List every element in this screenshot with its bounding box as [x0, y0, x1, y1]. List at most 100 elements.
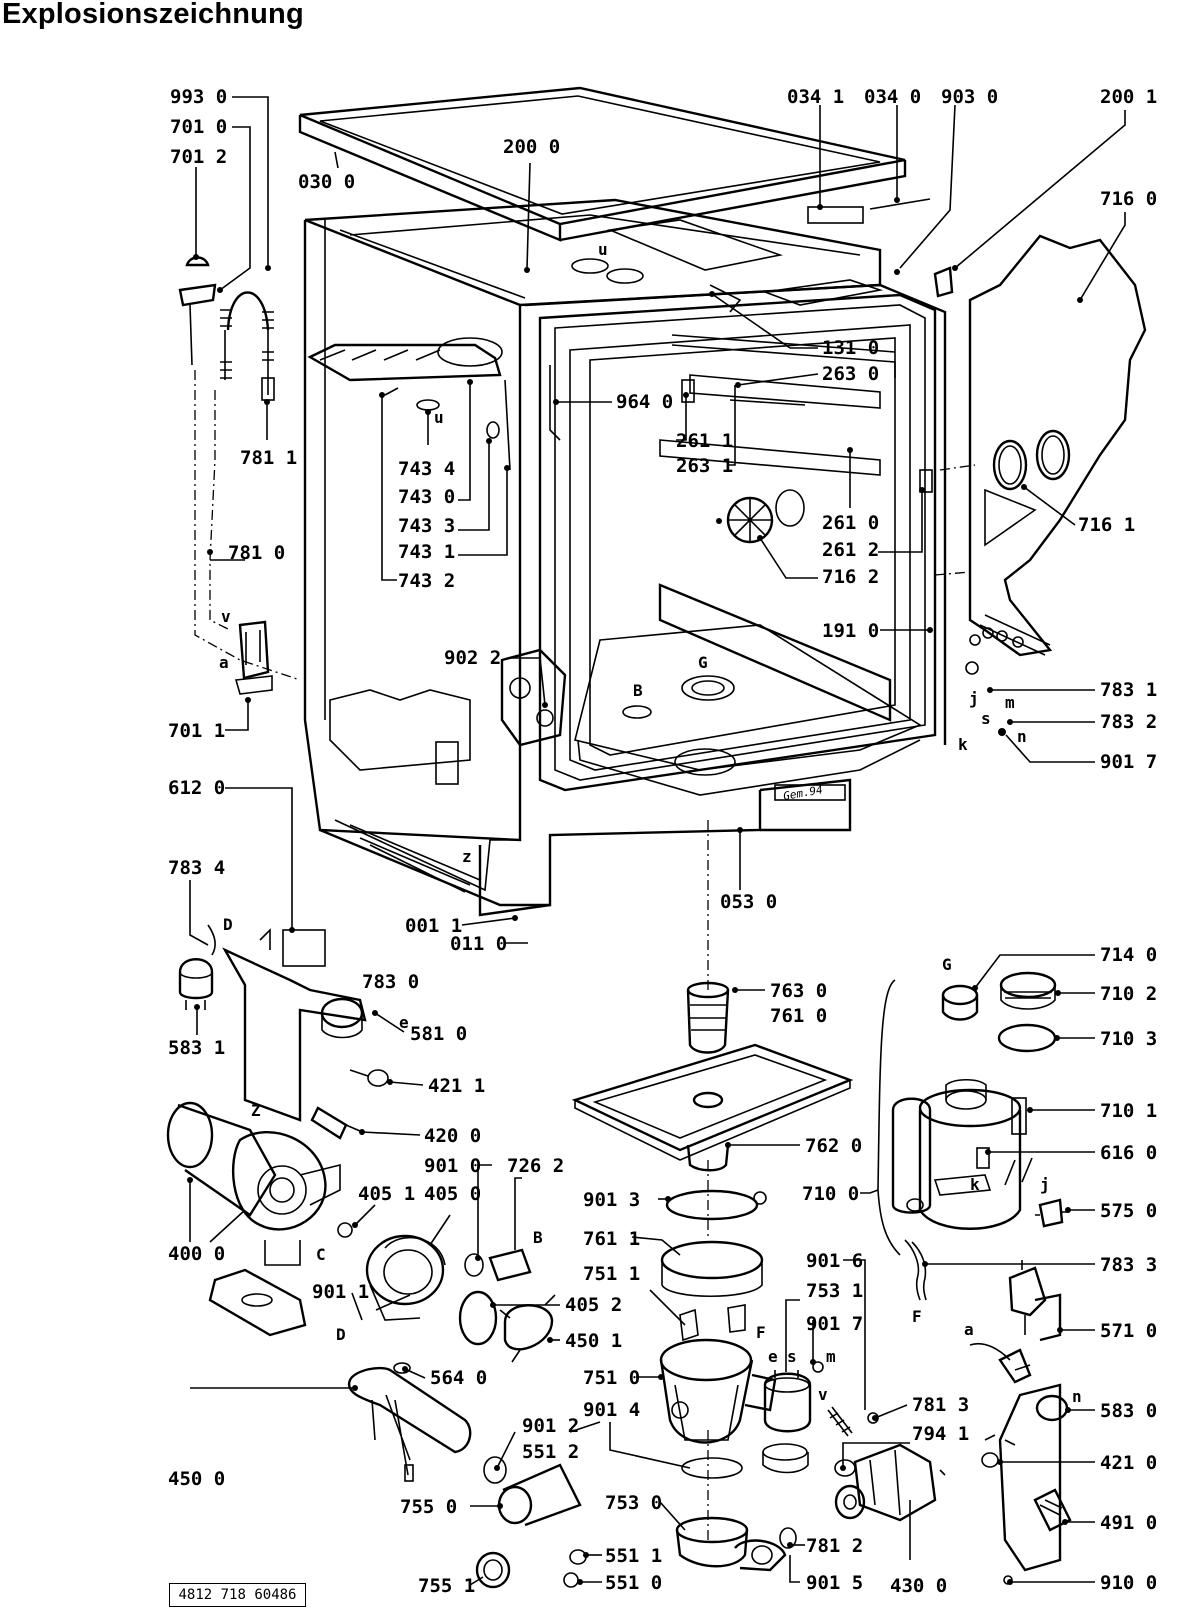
letter-j: j [1040, 1175, 1050, 1194]
label-030-0: 030 0 [298, 171, 355, 193]
letter-s: s [981, 709, 991, 728]
label-421-1: 421 1 [428, 1075, 485, 1097]
letter-b: B [533, 1228, 543, 1247]
letter-k: k [958, 735, 968, 754]
label-714-0: 714 0 [1100, 944, 1157, 966]
letter-e: e [768, 1347, 778, 1366]
connection-letters: u u v a G B z D e Z B C D F G k j k j s … [219, 240, 1082, 1406]
label-581-0: 581 0 [410, 1023, 467, 1045]
label-753-0: 753 0 [605, 1492, 662, 1514]
letter-s: s [787, 1347, 797, 1366]
letter-a: a [964, 1320, 974, 1339]
label-191-0: 191 0 [822, 620, 879, 642]
label-901-6: 901 6 [806, 1250, 863, 1272]
label-751-1: 751 1 [583, 1263, 640, 1285]
letter-b: B [633, 681, 643, 700]
label-993-0: 993 0 [170, 86, 227, 108]
letter-g: G [698, 653, 708, 672]
label-743-3: 743 3 [398, 515, 455, 537]
label-763-0: 763 0 [770, 980, 827, 1002]
label-571-0: 571 0 [1100, 1320, 1157, 1342]
letter-m: m [826, 1347, 836, 1366]
letter-f: F [756, 1323, 766, 1342]
letter-c: C [316, 1245, 326, 1264]
label-781-0: 781 0 [228, 542, 285, 564]
label-783-3: 783 3 [1100, 1254, 1157, 1276]
letter-j: j [969, 689, 979, 708]
label-751-0: 751 0 [583, 1367, 640, 1389]
label-901-5: 901 5 [806, 1572, 863, 1594]
label-263-0: 263 0 [822, 363, 879, 385]
label-261-1: 261 1 [676, 430, 733, 452]
letter-d: D [336, 1325, 346, 1344]
label-053-0: 053 0 [720, 891, 777, 913]
callout-dots [187, 197, 1083, 1585]
label-450-0: 450 0 [168, 1468, 225, 1490]
label-901-1: 901 1 [312, 1281, 369, 1303]
letter-k: k [970, 1175, 980, 1194]
label-564-0: 564 0 [430, 1367, 487, 1389]
label-726-2: 726 2 [507, 1155, 564, 1177]
part-labels: 993 0 701 0 701 2 030 0 200 0 034 1 034 … [168, 86, 1157, 1597]
label-710-0: 710 0 [802, 1183, 859, 1205]
worktop-lid [299, 86, 906, 226]
letter-z: Z [251, 1101, 261, 1120]
label-430-0: 430 0 [890, 1575, 947, 1597]
label-001-1: 001 1 [405, 915, 462, 937]
letter-z: z [462, 847, 472, 866]
label-783-1: 783 1 [1100, 679, 1157, 701]
label-200-1: 200 1 [1100, 86, 1157, 108]
label-131-0: 131 0 [822, 337, 879, 359]
label-743-0: 743 0 [398, 486, 455, 508]
letter-u: u [434, 408, 444, 427]
letter-u: u [598, 240, 608, 259]
side-panel-716 [965, 234, 1147, 736]
label-781-3: 781 3 [912, 1394, 969, 1416]
label-612-0: 612 0 [168, 777, 225, 799]
label-405-1: 405 1 [358, 1183, 415, 1205]
leader-lines [189, 96, 1126, 1586]
label-421-0: 421 0 [1100, 1452, 1157, 1474]
label-901-2: 901 2 [522, 1415, 579, 1437]
label-781-2: 781 2 [806, 1535, 863, 1557]
softener-group [877, 971, 1068, 1301]
label-261-0: 261 0 [822, 512, 879, 534]
label-901-3: 901 3 [583, 1189, 640, 1211]
label-405-0: 405 0 [424, 1183, 481, 1205]
label-405-2: 405 2 [565, 1294, 622, 1316]
letter-v: v [221, 607, 231, 626]
label-755-1: 755 1 [418, 1575, 475, 1597]
label-901-4: 901 4 [583, 1399, 640, 1421]
cabinet-group [298, 86, 954, 917]
label-583-1: 583 1 [168, 1037, 225, 1059]
label-901-7a: 901 7 [1100, 751, 1157, 773]
label-491-0: 491 0 [1100, 1512, 1157, 1534]
letter-g: G [942, 955, 952, 974]
page-title: Explosionszeichnung [2, 0, 304, 30]
label-716-0: 716 0 [1100, 188, 1157, 210]
label-755-0: 755 0 [400, 1496, 457, 1518]
letter-f: F [912, 1307, 922, 1326]
document-number: 4812 718 60486 [169, 1583, 306, 1607]
label-701-0: 701 0 [170, 116, 227, 138]
letter-e: e [399, 1013, 409, 1032]
inlet-group [939, 1260, 1072, 1585]
label-034-0: 034 0 [864, 86, 921, 108]
label-753-1: 753 1 [806, 1280, 863, 1302]
label-762-0: 762 0 [805, 1135, 862, 1157]
label-761-0: 761 0 [770, 1005, 827, 1027]
letter-a: a [219, 653, 229, 672]
label-200-0: 200 0 [503, 136, 560, 158]
label-910-0: 910 0 [1100, 1572, 1157, 1594]
label-710-3: 710 3 [1100, 1028, 1157, 1050]
label-583-0: 583 0 [1100, 1400, 1157, 1422]
label-794-1: 794 1 [912, 1423, 969, 1445]
label-781-1: 781 1 [240, 447, 297, 469]
sump-group [571, 820, 937, 1572]
label-783-0: 783 0 [362, 971, 419, 993]
letter-v: v [818, 1385, 828, 1404]
label-551-0: 551 0 [605, 1572, 662, 1594]
label-551-1: 551 1 [605, 1545, 662, 1567]
label-783-2: 783 2 [1100, 711, 1157, 733]
label-716-1: 716 1 [1078, 514, 1135, 536]
